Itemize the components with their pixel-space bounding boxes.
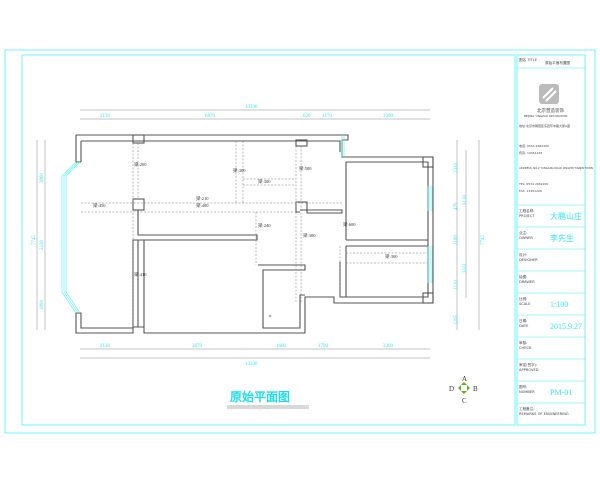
drawing-title-label: 图名 TITLE <box>519 57 538 62</box>
dim-right: 470 <box>454 202 459 210</box>
dim-right: 2180 <box>454 235 459 246</box>
dim-left: 1890 <box>40 300 45 311</box>
beam-label: 梁:300 <box>385 253 398 260</box>
title-block-label-en: OWNER <box>519 236 533 240</box>
title-block-label-en: DATE <box>519 324 529 328</box>
title-block-label-cn: 图号: <box>519 384 527 389</box>
beam-label: 梁:450 <box>93 202 106 209</box>
inner-frame <box>21 54 516 426</box>
drawing-title: 原始平面图 <box>230 389 290 404</box>
title-block-label-en: PROJECT <box>519 214 535 218</box>
outer-frame <box>4 49 596 434</box>
compass-d: D <box>449 385 454 393</box>
beam-label: 梁:210 <box>196 195 209 202</box>
beam-label: 梁:300 <box>233 167 246 174</box>
company-name-cn: 北京营造装饰 <box>537 107 564 114</box>
compass-c: C <box>462 397 467 405</box>
title-block-label-en: NUMBER <box>519 390 535 394</box>
company-address: 地址:北京市朝阳区东四环中路大厦A座 <box>519 123 570 128</box>
dim-right: 1510 <box>454 280 459 291</box>
title-block-label-cn: 比例: <box>519 296 527 301</box>
dim-right: 2310 <box>454 163 459 174</box>
title-block-value: 大鹏山庄 <box>550 211 582 221</box>
beam-label: 梁:400 <box>196 202 209 209</box>
dim-right-total: 7745 <box>481 235 486 246</box>
dim-bottom-total: 13330 <box>245 362 258 367</box>
title-block-label-en: APPROVED <box>519 368 539 372</box>
dim-right-mid: 3331 <box>463 263 468 274</box>
beam-label: 梁:410 <box>134 271 147 278</box>
title-block-label-cn: 工程名称: <box>519 208 535 213</box>
beam-label: 梁:300 <box>258 178 271 185</box>
dim-bottom: 1600 <box>276 344 287 349</box>
dim-left: 3860 <box>40 173 45 184</box>
floor-plan <box>61 134 434 334</box>
dim-top: 3300 <box>383 114 394 119</box>
title-block-header: 图名 TITLE 原始平面布置图 北京营造装饰 BEIJING YINGZAO … <box>517 57 593 193</box>
drawing-title-value: 原始平面布置图 <box>545 60 571 65</box>
title-block-label-en: REMARKS OF ENGINEERING <box>519 412 569 416</box>
title-block-label-cn: 业主: <box>519 230 527 235</box>
dim-top: 1170 <box>322 114 332 119</box>
dim-bottom: 3300 <box>383 344 394 349</box>
beam-label: 梁:200 <box>134 161 147 168</box>
title-block-value: 1:100 <box>550 300 568 309</box>
company-fax-en: FAX: 13451226 <box>519 189 542 193</box>
beam-label: 梁:240 <box>258 222 271 229</box>
beam-label: 梁:300 <box>303 232 316 239</box>
title-block-label-en: SCALE <box>519 302 531 306</box>
title-block-label-en: DESIGNER <box>519 258 538 262</box>
title-block-value: PM-01 <box>550 388 572 397</box>
dimension-lines <box>36 109 480 359</box>
company-address-en: ADDRESS: NO.2 YUNGANG ROAD XINGPIN TIANJ… <box>519 166 593 170</box>
dimension-labels: 13330 2130 6870 620 1170 3300 2130 3870 1600 1790… <box>32 105 486 367</box>
title-block-label-cn: 设计: <box>519 252 527 257</box>
title-block-value: 2015.9.27 <box>550 322 582 331</box>
dim-right: 1295 <box>454 315 459 326</box>
company-name-en: BEIJING YINGZAO DECORATION <box>524 114 567 118</box>
dim-top: 2130 <box>100 114 111 119</box>
company-tel: 电话: 0534 2662200 <box>519 143 549 148</box>
title-block-label-en: DRAWER <box>519 280 535 284</box>
dim-bottom: 1790 <box>318 344 329 349</box>
title-block-label-cn: 工程备注: <box>519 406 535 411</box>
dim-top-total: 13330 <box>245 105 258 110</box>
title-block <box>516 54 586 426</box>
company-logo <box>539 84 559 104</box>
title-block-label-en: CHECK <box>519 346 532 350</box>
dim-top: 620 <box>303 114 311 119</box>
dim-bottom: 3870 <box>192 344 203 349</box>
compass-b: B <box>473 385 478 393</box>
dim-left: 2230 <box>40 240 45 251</box>
dim-top: 6870 <box>205 114 216 119</box>
dim-bottom: 2130 <box>100 344 111 349</box>
beam-label: 梁:500 <box>299 165 312 172</box>
title-block-label-cn: 审核: <box>519 340 527 345</box>
company-tel-en: TEL: 0534 2662200 <box>518 182 548 186</box>
dim-right-mid: 3130 <box>463 195 468 206</box>
beam-label: 梁:600 <box>343 221 356 228</box>
title-block-label-cn: 审定(签字): <box>519 362 537 367</box>
title-block-label-cn: 日期: <box>519 318 527 323</box>
company-fax: 传真: 13451226 <box>519 150 542 155</box>
title-block-label-cn: 绘图: <box>519 274 527 279</box>
compass-icon: A B C D <box>449 375 478 405</box>
title-block-value: 李先生 <box>550 233 574 243</box>
dim-left-total: 7745 <box>32 235 37 246</box>
compass-a: A <box>462 375 467 383</box>
title-underline <box>227 405 309 409</box>
